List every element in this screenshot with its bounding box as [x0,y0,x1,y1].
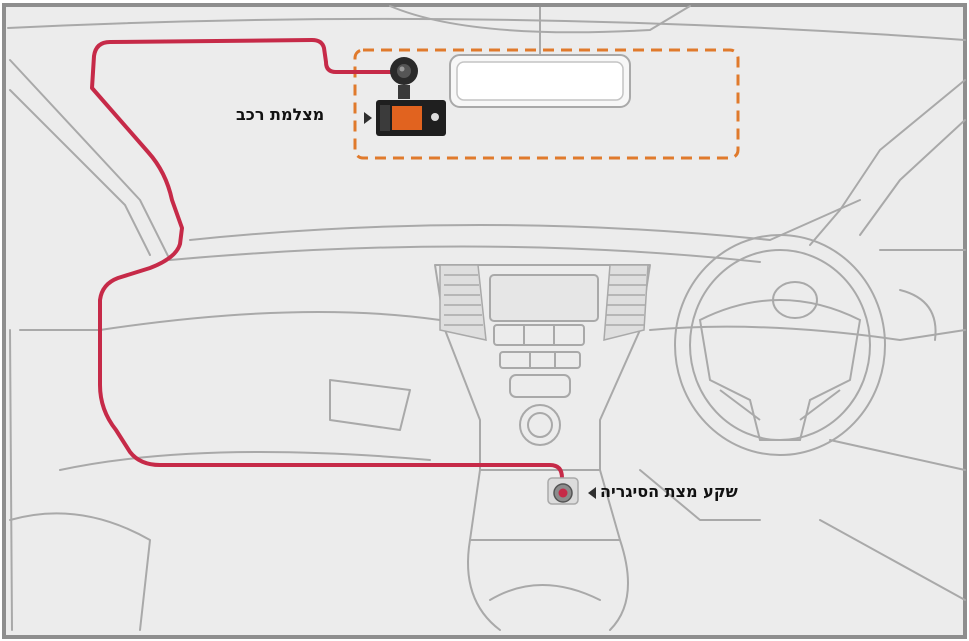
cigarette-lighter-socket [547,477,579,505]
power-cable [90,38,564,492]
dashcam-label: מצלמת רכב [236,105,325,124]
cigarette-lighter-label: שקע מצת הסיגריה [600,482,738,501]
dashcam [376,57,446,136]
air-vents [439,264,649,341]
camera-pointer-icon [364,112,372,124]
recommended-mount-zone [353,48,740,160]
car-interior-outline [7,5,966,631]
rearview-mirror [449,7,631,108]
steering-wheel [674,234,886,456]
socket-pointer-icon [588,487,596,499]
infotainment-screen [489,274,599,322]
